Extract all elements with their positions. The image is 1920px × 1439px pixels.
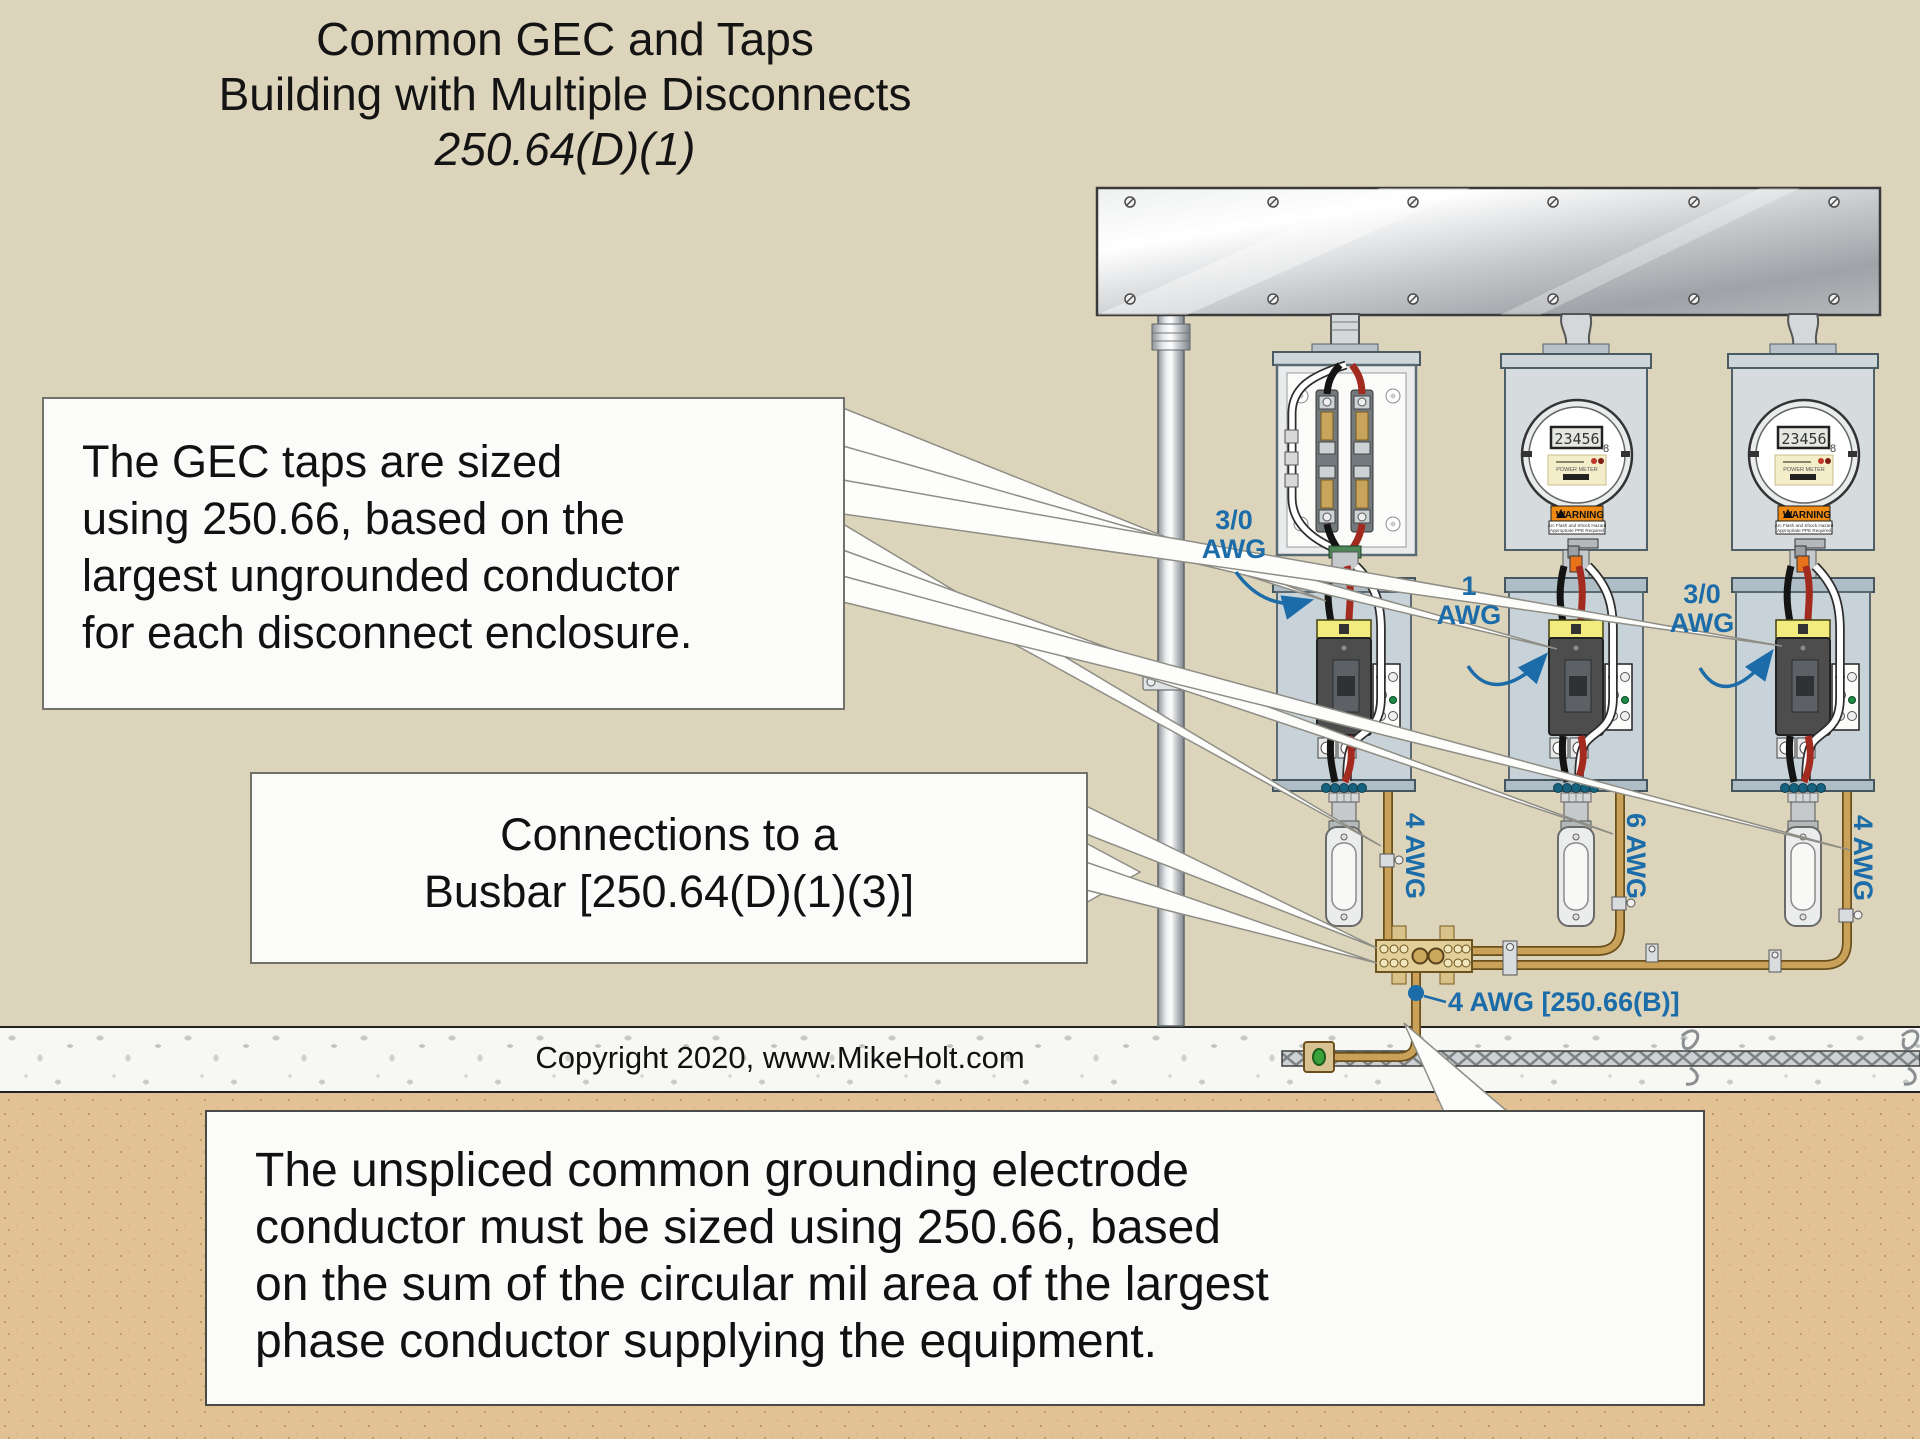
page-title: Common GEC and Taps Building with Multip… — [65, 12, 1065, 177]
fuse-block — [1315, 389, 1339, 533]
label-line: AWG — [1201, 534, 1267, 564]
fuse-block — [1350, 389, 1374, 533]
wire-clips — [1379, 853, 1863, 976]
title-line2: Building with Multiple Disconnects — [218, 68, 912, 120]
callout-gec-taps: The GEC taps are sized using 250.66, bas… — [42, 397, 845, 710]
title-code-ref: 250.64(D)(1) — [434, 123, 696, 175]
label-disconnect3-size: 3/0 AWG — [1657, 580, 1747, 638]
callout-leaders — [842, 406, 1851, 1113]
label-line: 3/0 — [1683, 579, 1721, 609]
label-common-gec-size: 4 AWG [250.66(B)] — [1448, 987, 1680, 1017]
common-gec-wire — [1303, 970, 1421, 1073]
callout-busbar: Connections to a Busbar [250.64(D)(1)(3)… — [250, 772, 1088, 964]
callout-text-line: on the sum of the circular mil area of t… — [255, 1258, 1269, 1311]
meter-socket-3 — [1726, 312, 1880, 580]
copyright-text: Copyright 2020, www.MikeHolt.com — [535, 1040, 1025, 1075]
label-line: 1 — [1461, 571, 1477, 601]
callout-unspliced-gec: The unspliced common grounding electrode… — [205, 1110, 1705, 1406]
callout-text-line: The unspliced common grounding electrode — [255, 1144, 1189, 1197]
callout-text-line: using 250.66, based on the — [82, 493, 625, 544]
label-disconnect1-size: 3/0 AWG — [1189, 506, 1279, 564]
disconnect-1 — [1273, 566, 1415, 926]
callout-text-line: conductor must be sized using 250.66, ba… — [255, 1201, 1221, 1254]
meter-socket-2 — [1499, 312, 1653, 580]
title-line1: Common GEC and Taps — [316, 13, 814, 65]
callout-text-line: Connections to a — [500, 809, 838, 860]
wireway — [1095, 186, 1882, 317]
label-line: 3/0 — [1215, 505, 1253, 535]
label-line: AWG — [1669, 608, 1735, 638]
ground-clamp — [1303, 1041, 1335, 1073]
label-line: AWG — [1436, 600, 1502, 630]
fused-switch-cabinet — [1272, 313, 1421, 581]
callout-text-line: Busbar [250.64(D)(1)(3)] — [423, 866, 915, 917]
label-disconnect2-size: 1 AWG — [1424, 572, 1514, 630]
label-tap1-size: 4 AWG — [1400, 813, 1430, 900]
busbar — [1375, 925, 1473, 985]
annotation-arrows — [1234, 570, 1774, 1004]
label-tap2-size: 6 AWG — [1621, 813, 1651, 900]
gec-point-marker — [1408, 985, 1424, 1001]
callout-text-line: largest ungrounded conductor — [82, 550, 680, 601]
label-tap3-size: 4 AWG — [1848, 815, 1878, 902]
callout-text-line: for each disconnect enclosure. — [82, 607, 693, 658]
callout-text-line: phase conductor supplying the equipment. — [255, 1315, 1157, 1368]
callout-text-line: The GEC taps are sized — [82, 436, 563, 487]
